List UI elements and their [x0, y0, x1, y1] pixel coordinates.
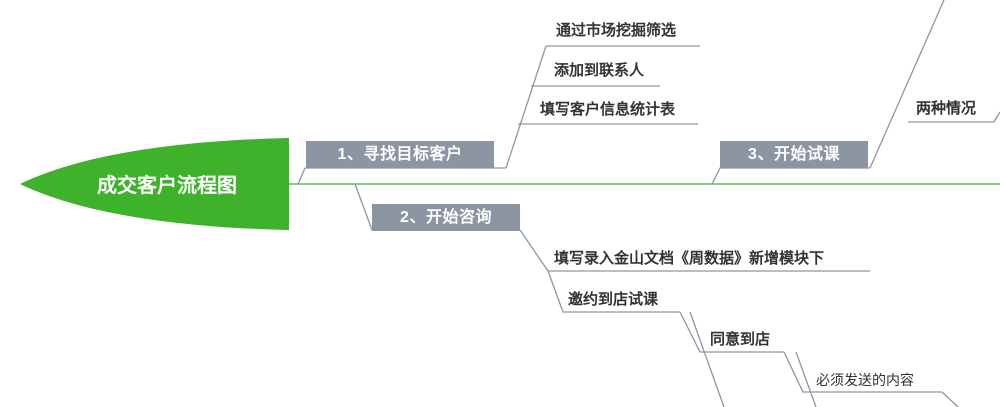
b2-child-invite[interactable]: 邀约到店试课 [568, 291, 659, 308]
connector-b2-child-2-line [547, 270, 680, 313]
b2-sub-agree[interactable]: 同意到店 [710, 331, 771, 348]
b1-child-market[interactable]: 通过市场挖掘筛选 [556, 22, 677, 39]
connector-root-b1 [297, 167, 306, 185]
branch-node-find-customer[interactable]: 1、寻找目标客户 [306, 141, 494, 168]
connector-b3-child-1-tail [993, 111, 1000, 123]
connector-b2-sub-child [783, 351, 942, 393]
connector-b1-children [505, 45, 547, 169]
b1-child-form[interactable]: 填写客户信息统计表 [540, 101, 676, 118]
b2-child-record[interactable]: 填写录入金山文档《周数据》新增模块下 [554, 250, 825, 267]
connector-b2-sub [679, 311, 784, 353]
b2-sub-child-content[interactable]: 必须发送的内容 [816, 372, 914, 388]
connector-root-b3 [711, 167, 870, 185]
connector-b3-children [869, 0, 945, 169]
connector-b2-subsub [941, 391, 959, 407]
b3-child-two-cases[interactable]: 两种情况 [916, 100, 977, 117]
branch-node-consult[interactable]: 2、开始咨询 [372, 204, 520, 231]
connector-b2-sub-child-down [795, 351, 817, 407]
root-node-shape [20, 138, 289, 230]
b1-child-contacts[interactable]: 添加到联系人 [554, 62, 645, 79]
branch-node-trial[interactable]: 3、开始试课 [720, 141, 868, 168]
root-title: 成交客户流程图 [97, 175, 237, 197]
connector-b2-sub-down [689, 311, 725, 407]
connector-b2-children [519, 229, 549, 272]
